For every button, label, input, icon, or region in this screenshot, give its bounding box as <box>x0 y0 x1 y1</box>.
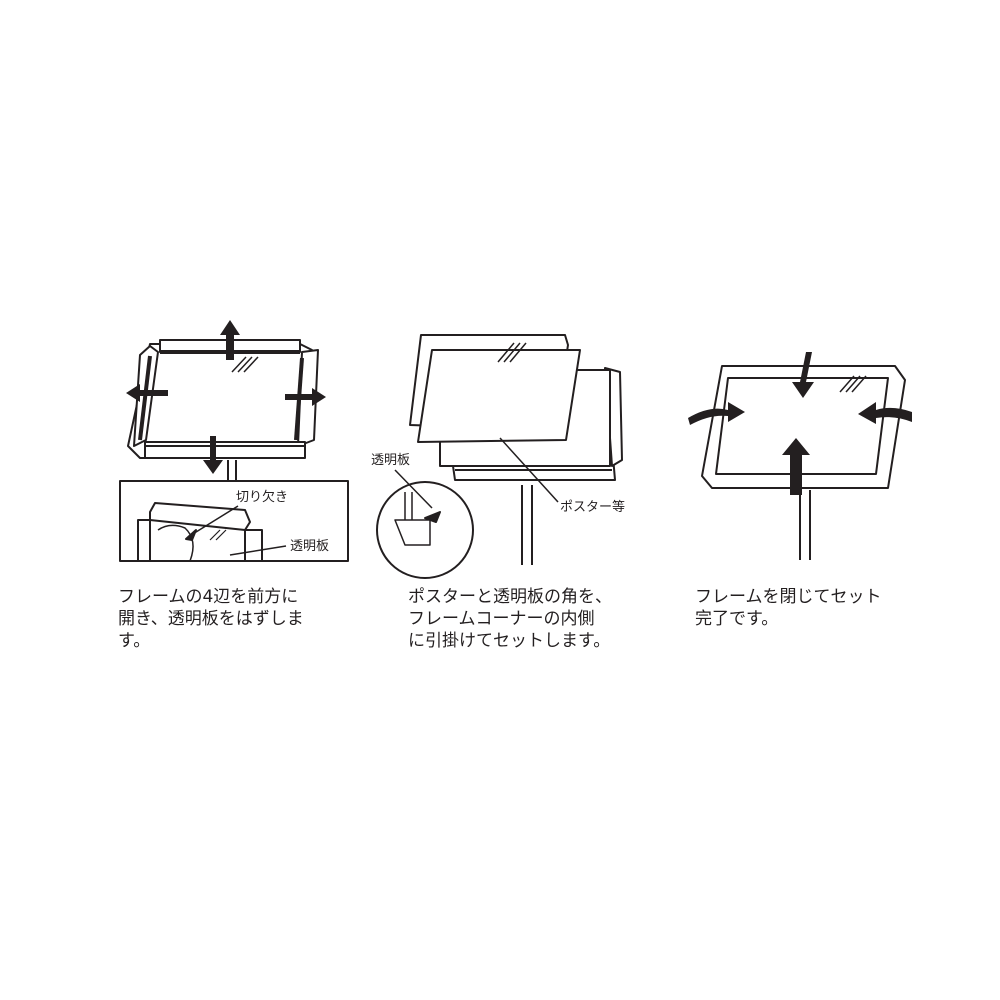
arrow-right-icon <box>285 388 326 406</box>
step2-caption: ポスターと透明板の角を、 フレームコーナーの内側 に引掛けてセットします。 <box>408 586 612 652</box>
caption-line: 開き、透明板をはずしま <box>118 609 304 629</box>
arrow-in-left-icon <box>688 402 745 425</box>
step3-caption: フレームを閉じてセット 完了です。 <box>695 586 882 630</box>
arrow-in-right-icon <box>858 402 912 424</box>
caption-line: フレームコーナーの内側 <box>408 609 595 629</box>
caption-line: に引掛けてセットします。 <box>408 631 611 651</box>
step3-closed-frame-illustration <box>701 365 906 560</box>
step1-detail-inset <box>119 480 349 562</box>
caption-line: フレームを閉じてセット <box>695 587 882 607</box>
notch-label: 切り欠き <box>236 490 289 505</box>
step1-open-frame-illustration <box>127 339 319 481</box>
clear-plate-label: 透明板 <box>290 539 330 554</box>
step2-set-poster-illustration <box>376 334 623 579</box>
caption-line: ポスターと透明板の角を、 <box>408 587 612 607</box>
caption-line: 完了です。 <box>695 609 779 629</box>
clear-plate-label: 透明板 <box>371 453 411 468</box>
caption-line: す。 <box>118 631 151 651</box>
step1-caption: フレームの4辺を前方に 開き、透明板をはずしま す。 <box>118 586 304 652</box>
arrow-in-bottom-icon <box>782 438 810 495</box>
caption-line: フレームの4辺を前方に <box>118 587 299 607</box>
arrow-up-icon <box>220 320 240 360</box>
arrow-left-icon <box>126 384 168 402</box>
arrow-in-top-icon <box>792 352 814 398</box>
poster-label: ポスター等 <box>560 500 626 515</box>
arrow-down-icon <box>203 436 223 474</box>
